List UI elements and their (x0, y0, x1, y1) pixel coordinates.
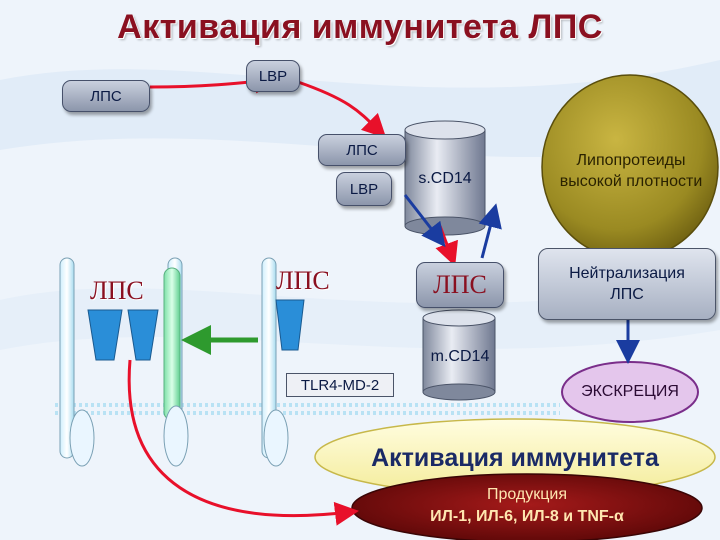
lps-label-middle: ЛПС (276, 266, 330, 295)
lbp-pill-complex: LBP (336, 172, 392, 206)
arrow-lps-to-hdl (478, 203, 502, 259)
excretion-label: ЭКСКРЕЦИЯ (581, 383, 679, 400)
arrow-production (127, 359, 359, 526)
production-label-2: ИЛ-1, ИЛ-6, ИЛ-8 и TNF-α (430, 508, 624, 525)
neutralization-label: Нейтрализация ЛПС (569, 265, 685, 303)
activation-label: Активация иммунитета (371, 444, 659, 472)
mcd14-label: m.CD14 (430, 348, 490, 365)
lps-pill-right: ЛПС (416, 262, 504, 308)
production-label-1: Продукция (486, 486, 568, 503)
intracellular-oval-1 (69, 409, 95, 467)
lps-pill-topleft: ЛПС (62, 80, 150, 112)
tlr4-label-box: TLR4-MD-2 (286, 373, 394, 397)
receptor-head-1 (87, 309, 123, 361)
lbp-pill-top: LBP (246, 60, 300, 92)
production-oval (351, 473, 703, 540)
page-title: Активация иммунитета ЛПС (117, 8, 603, 46)
lbp-label: LBP (258, 67, 288, 85)
cell-membrane (55, 403, 560, 415)
hdl-label: Липопротеиды высокой плотности (559, 152, 703, 190)
neutralization-box: Нейтрализация ЛПС (538, 248, 716, 320)
receptor-bar-1 (59, 257, 75, 459)
tlr4-label: TLR4-MD-2 (300, 376, 380, 394)
lps-label: ЛПС (346, 141, 378, 159)
receptor-bar-green (163, 267, 181, 421)
intracellular-oval-2 (163, 405, 189, 467)
intracellular-oval-3 (263, 409, 289, 467)
scd14-label: s.CD14 (418, 170, 472, 187)
lps-label: ЛПС (433, 270, 487, 299)
arrow-complex-to-scd14 (403, 194, 446, 248)
receptor-head-3 (275, 299, 305, 351)
arrow-lbp-to-complex (297, 80, 387, 139)
lps-pill-complex: ЛПС (318, 134, 406, 166)
lps-label-left: ЛПС (90, 276, 144, 305)
mcd14-cylinder (422, 309, 496, 401)
lbp-label: LBP (349, 180, 379, 198)
receptor-head-2 (127, 309, 159, 361)
lps-label: ЛПС (90, 87, 122, 105)
